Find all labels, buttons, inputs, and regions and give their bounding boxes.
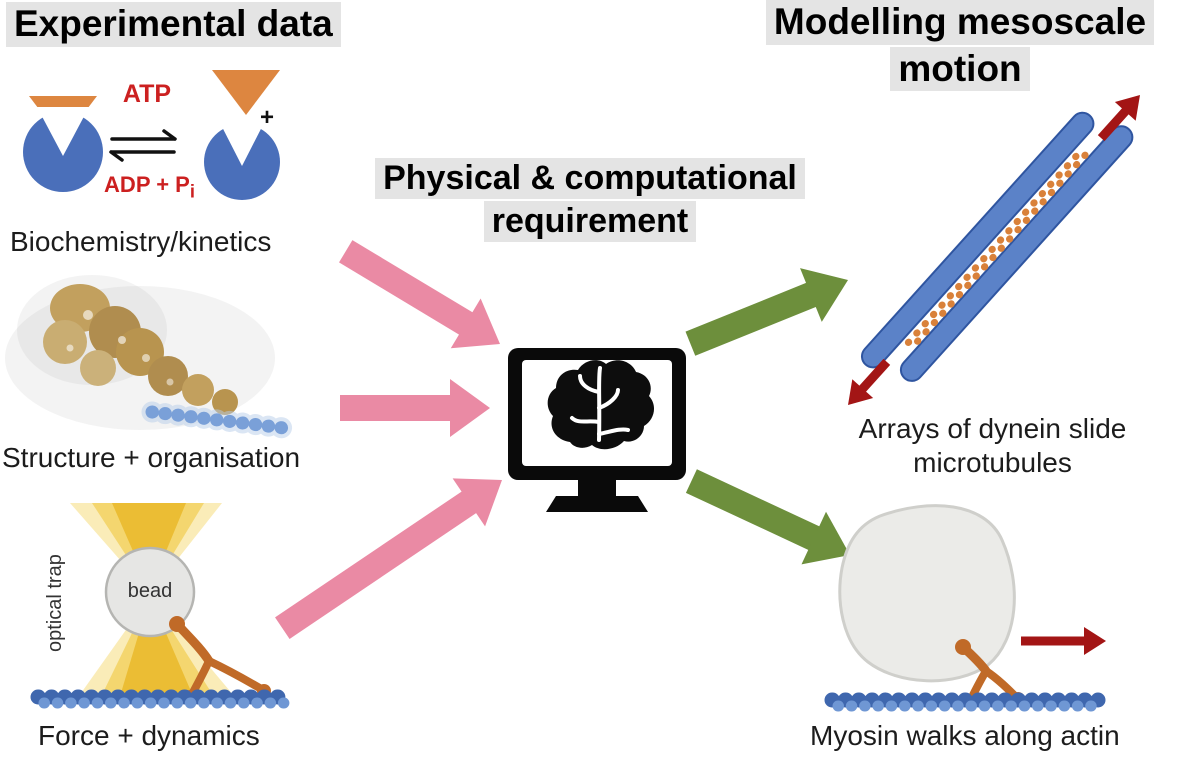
requirement-heading: Physical & computational requirement	[330, 158, 850, 243]
cargo-blob-icon	[838, 504, 1016, 683]
modelling-heading-line2: motion	[890, 46, 1030, 92]
brain-icon	[547, 360, 655, 450]
structure-em-density-icon	[5, 275, 295, 439]
arrow-microtubule-up	[1097, 95, 1140, 142]
adp-subscript: i	[189, 180, 195, 202]
adp-text: ADP + P	[104, 172, 190, 197]
requirement-heading-line2: requirement	[483, 201, 697, 243]
adp-pi-label: ADP + Pi	[92, 172, 207, 202]
bead-label: bead	[127, 580, 173, 602]
myosin-walks-label: Myosin walks along actin	[810, 720, 1120, 751]
microtubules-label-line2: microtubules	[913, 447, 1072, 478]
arrow-model-to-microtubules	[685, 268, 848, 356]
dynein-motors-row	[904, 149, 1083, 346]
experimental-data-heading: Experimental data	[6, 2, 341, 47]
actin-filament-right-icon	[824, 692, 1106, 712]
experimental-data-heading-text: Experimental data	[6, 2, 341, 47]
atp-label: ATP	[122, 80, 172, 108]
requirement-heading-line1: Physical & computational	[375, 158, 805, 200]
biochem-kinetics-diagram	[23, 70, 280, 200]
modelling-heading: Modelling mesoscale motion	[745, 0, 1175, 92]
microtubules-label-line1: Arrays of dynein slide	[858, 413, 1127, 444]
modelling-heading-line1: Modelling mesoscale	[765, 0, 1155, 45]
protein-notch-left	[37, 107, 89, 156]
microtubule-array-icon	[860, 111, 1134, 382]
microtubules-label: Arrays of dynein slide microtubules	[840, 412, 1145, 480]
plus-sign: +	[260, 104, 275, 131]
protein-notch-right	[218, 119, 266, 166]
microtubule-beads	[145, 405, 291, 435]
arrow-model-to-myosin	[685, 469, 850, 565]
optical-trap-label: optical trap	[44, 554, 66, 652]
arrow-myosin-motion	[1021, 627, 1106, 655]
atp-triangle-free-icon	[212, 70, 280, 115]
arrow-structure-to-model	[340, 379, 490, 437]
biochemistry-label: Biochemistry/kinetics	[10, 226, 272, 257]
arrow-biochem-to-model	[339, 240, 500, 349]
actin-filament-left-icon	[30, 689, 298, 709]
structure-label: Structure + organisation	[2, 442, 301, 473]
arrow-microtubule-down	[848, 358, 891, 405]
equilibrium-arrows-icon	[109, 129, 177, 162]
optical-trap-icon	[70, 503, 240, 703]
bead-icon	[104, 546, 196, 638]
force-dynamics-label: Force + dynamics	[38, 720, 260, 751]
arrow-force-to-model	[275, 478, 502, 639]
